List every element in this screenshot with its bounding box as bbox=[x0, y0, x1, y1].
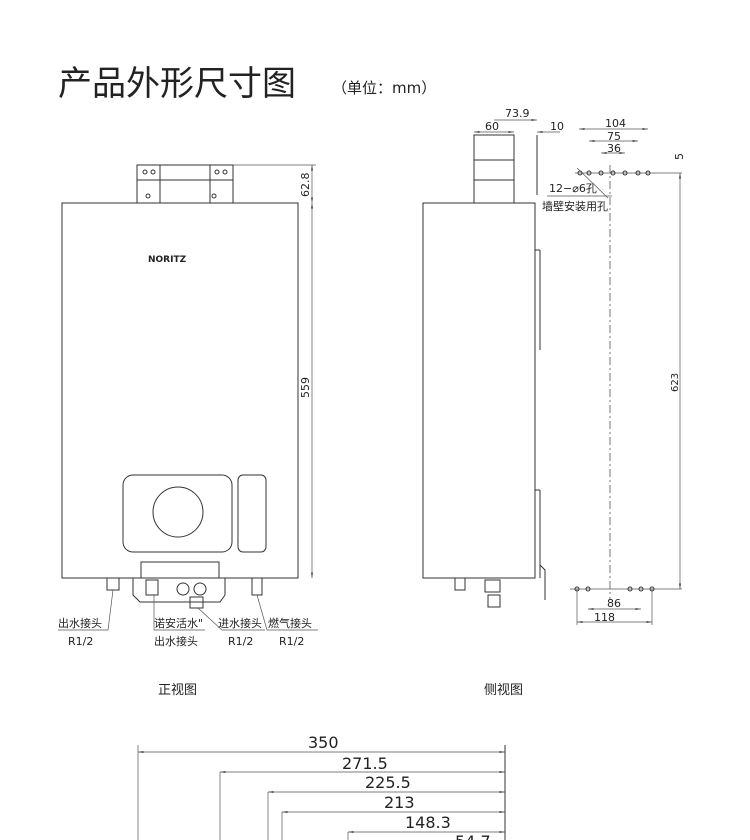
dim-213: 213 bbox=[384, 793, 415, 812]
dim-10: 10 bbox=[550, 120, 564, 133]
side-view-caption: 侧视图 bbox=[484, 683, 523, 698]
flue-pipe bbox=[473, 134, 515, 204]
gas-size: R1/2 bbox=[279, 635, 304, 648]
noritz-outlet-label: 诺安活水" bbox=[154, 616, 203, 630]
dim-36: 36 bbox=[607, 142, 621, 155]
dim-148-3: 148.3 bbox=[405, 813, 451, 832]
display-window bbox=[122, 474, 233, 553]
outlet-label: 出水接头 bbox=[58, 616, 102, 630]
dim-225-5: 225.5 bbox=[365, 773, 411, 792]
dim-75: 75 bbox=[607, 130, 621, 143]
side-body bbox=[422, 202, 536, 579]
dim-86: 86 bbox=[607, 597, 621, 610]
holes-note-2: 墙壁安装用孔 bbox=[542, 199, 608, 213]
dim-118: 118 bbox=[594, 611, 615, 624]
noritz-outlet-label-2: 出水接头 bbox=[154, 634, 198, 648]
dim-104: 104 bbox=[605, 117, 626, 130]
page-title: 产品外形尺寸图 bbox=[58, 64, 296, 104]
bottom-view: 350 271.5 225.5 213 148.3 54.7 bbox=[137, 733, 506, 840]
inlet-label: 进水接头 bbox=[218, 617, 262, 630]
side-panel bbox=[237, 474, 267, 553]
gas-fitting bbox=[251, 577, 263, 596]
inlet-size: R1/2 bbox=[228, 635, 253, 648]
dim-271-5: 271.5 bbox=[342, 754, 388, 773]
front-view-caption: 正视图 bbox=[158, 683, 197, 698]
side-view: 73.9 60 10 104 75 36 5 12−⌀6孔 墙壁安装用孔 623… bbox=[422, 107, 686, 698]
gas-label: 燃气接头 bbox=[268, 616, 312, 630]
inlet-fitting bbox=[189, 596, 204, 609]
dim-60: 60 bbox=[485, 120, 499, 133]
dim-559: 559 bbox=[299, 377, 312, 398]
dim-5: 5 bbox=[673, 153, 686, 160]
dim-623: 623 bbox=[670, 373, 681, 392]
noritz-logo: NORITZ bbox=[148, 255, 187, 265]
outlet-fitting bbox=[106, 577, 120, 591]
holes-note: 12−⌀6孔 bbox=[549, 182, 597, 195]
unit-label: （单位：mm） bbox=[332, 79, 436, 97]
display-circle bbox=[152, 486, 204, 538]
dim-62-8: 62.8 bbox=[299, 173, 312, 198]
front-view: NORITZ 62.8 559 出水接头 R1/2 诺安活水" 出水接头 进水接… bbox=[58, 164, 318, 698]
dim-350: 350 bbox=[308, 733, 339, 752]
outlet-size: R1/2 bbox=[68, 635, 93, 648]
dim-73-9: 73.9 bbox=[505, 107, 530, 120]
dim-54-7: 54.7 bbox=[455, 832, 491, 840]
